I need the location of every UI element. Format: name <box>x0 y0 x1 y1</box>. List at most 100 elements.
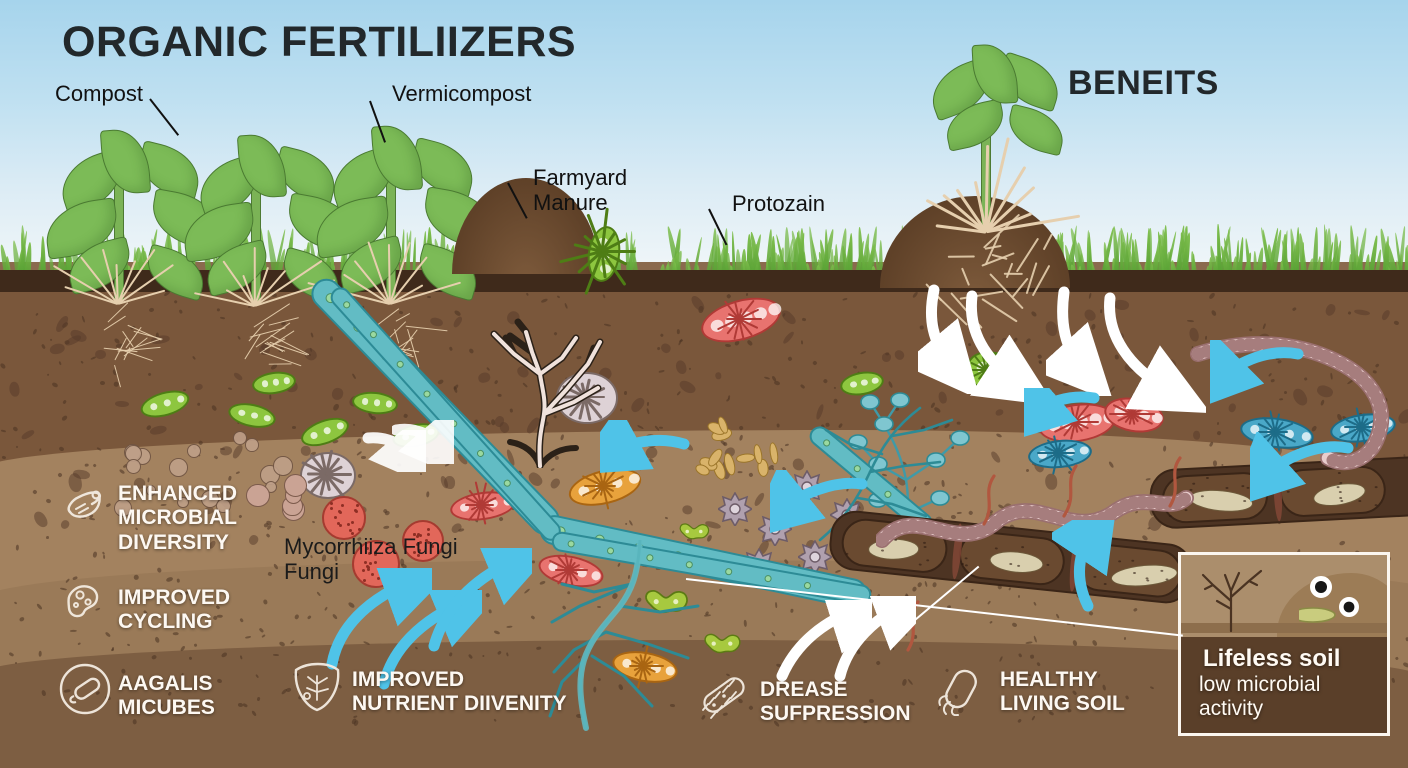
mound-rootlet <box>948 255 976 258</box>
spore-dot <box>373 550 377 554</box>
hypha-particle <box>342 299 352 310</box>
hypha-particle <box>803 581 812 590</box>
label-mycorrhiza-fungi: Mycorrhiiza Fungi Fungi <box>284 534 458 584</box>
carrow-4 <box>569 405 690 480</box>
soil-cyst <box>245 438 259 452</box>
dead-tree-icon <box>1201 569 1263 633</box>
spore-dot <box>427 527 431 531</box>
soil-cyst <box>177 496 189 509</box>
green-lobed-microbe <box>700 632 744 660</box>
hypha-particle <box>395 359 406 369</box>
bacteria-flask-icon <box>67 490 101 518</box>
spore-dot <box>367 568 371 572</box>
warrow-6 <box>832 582 950 686</box>
soil-cyst <box>273 455 293 476</box>
microbe-vacuole <box>149 402 159 411</box>
callout-compost: Compost <box>55 81 144 106</box>
soil-speck <box>426 491 430 498</box>
spore-dot <box>431 544 435 548</box>
warrow-8 <box>390 404 477 486</box>
microbe-vacuole <box>237 408 246 417</box>
warrow-5 <box>776 584 904 686</box>
spore-dot <box>417 553 421 557</box>
soil-cyst <box>186 444 201 459</box>
amoeba-pseudopod <box>585 395 606 399</box>
warrow-4 <box>1098 290 1211 420</box>
microbe-cilium <box>739 318 763 320</box>
soil-cyst <box>113 498 132 517</box>
small-red-worm <box>1162 452 1222 512</box>
soil-speck <box>762 416 766 419</box>
spore-dot <box>412 533 416 537</box>
spore-dot <box>426 532 430 536</box>
spore-dot <box>357 528 361 532</box>
microbe-vacuole <box>250 411 259 420</box>
benefit-label-5: DREASE SUFPRESSION <box>760 678 911 726</box>
soil-pebble <box>715 372 722 380</box>
soil-cyst <box>145 485 157 497</box>
carrow-6 <box>322 558 458 678</box>
inset-subtitle: low microbial activity <box>1199 673 1321 721</box>
soil-speck <box>45 535 49 539</box>
burrow-speck <box>845 552 849 556</box>
spore-dot <box>339 523 343 527</box>
burrow-speck <box>1374 503 1378 506</box>
carrow-2 <box>1225 430 1360 510</box>
inset-dead-microbe-icons <box>1299 576 1359 623</box>
spore-dot <box>417 548 421 552</box>
microbe-vacuole <box>309 430 319 440</box>
microbe-cilium <box>1075 421 1099 423</box>
microbe-vacuole <box>1079 446 1089 456</box>
soil-speck <box>1162 445 1167 451</box>
amoeba-pseudopod <box>326 473 353 476</box>
microbe-vacuole <box>263 414 272 422</box>
benefit-label-2: IMPROVED CYCLING <box>118 586 231 634</box>
fungal-body <box>284 473 308 497</box>
soil-speck <box>357 473 363 478</box>
spore-dot <box>348 529 352 533</box>
soil-speck <box>329 335 333 341</box>
burrow-speck <box>1374 486 1378 489</box>
inset-ground-line <box>1181 623 1387 633</box>
spore-dot <box>363 561 367 565</box>
microbe-cilium <box>481 504 495 506</box>
microbe-vacuole <box>261 380 269 388</box>
microbe-cilium <box>569 569 588 571</box>
spore-dot <box>330 506 334 510</box>
spore-dot <box>370 572 374 576</box>
spore-dot <box>367 565 371 569</box>
callout-vermicompost: Vermicompost <box>392 81 532 106</box>
soil-speck <box>738 470 743 473</box>
microbe-vacuole <box>335 421 345 431</box>
spore-dot <box>330 502 334 506</box>
fungal-tree-structure <box>470 318 620 470</box>
spore-dot <box>346 523 350 527</box>
hypha-particle <box>502 478 513 488</box>
microbe-vacuole <box>176 394 186 404</box>
small-red-worm <box>978 468 1038 528</box>
benefits-title: BENEITS <box>1068 64 1219 102</box>
microbe-cilium <box>1361 426 1379 428</box>
green-lobed-microbe <box>676 522 712 545</box>
spore-dot <box>412 550 416 554</box>
small-red-worm <box>1058 460 1118 520</box>
soil-speck <box>1123 636 1127 640</box>
carrow-3 <box>1046 491 1130 616</box>
soil-speck <box>800 339 803 345</box>
soil-cyst <box>216 498 231 514</box>
warrow-1 <box>902 284 988 400</box>
soil-speck <box>14 661 18 664</box>
callout-farmyard-manure: Farmyard Manure <box>533 165 628 215</box>
spore-dot <box>354 510 358 514</box>
spore-dot <box>416 534 420 538</box>
spore-dot <box>415 542 419 546</box>
benefit-label-4: IMPROVED NUTRIENT DIIVENITY <box>352 668 567 716</box>
callout-protozoa: Protozain <box>732 191 825 216</box>
hypha-particle <box>368 329 379 340</box>
spore-dot <box>418 541 422 545</box>
plant-root <box>253 246 256 307</box>
spore-dot <box>427 541 431 545</box>
bacterium-tail-icon <box>938 669 977 716</box>
spore-dot <box>419 533 423 537</box>
soil-pebble <box>114 400 129 407</box>
